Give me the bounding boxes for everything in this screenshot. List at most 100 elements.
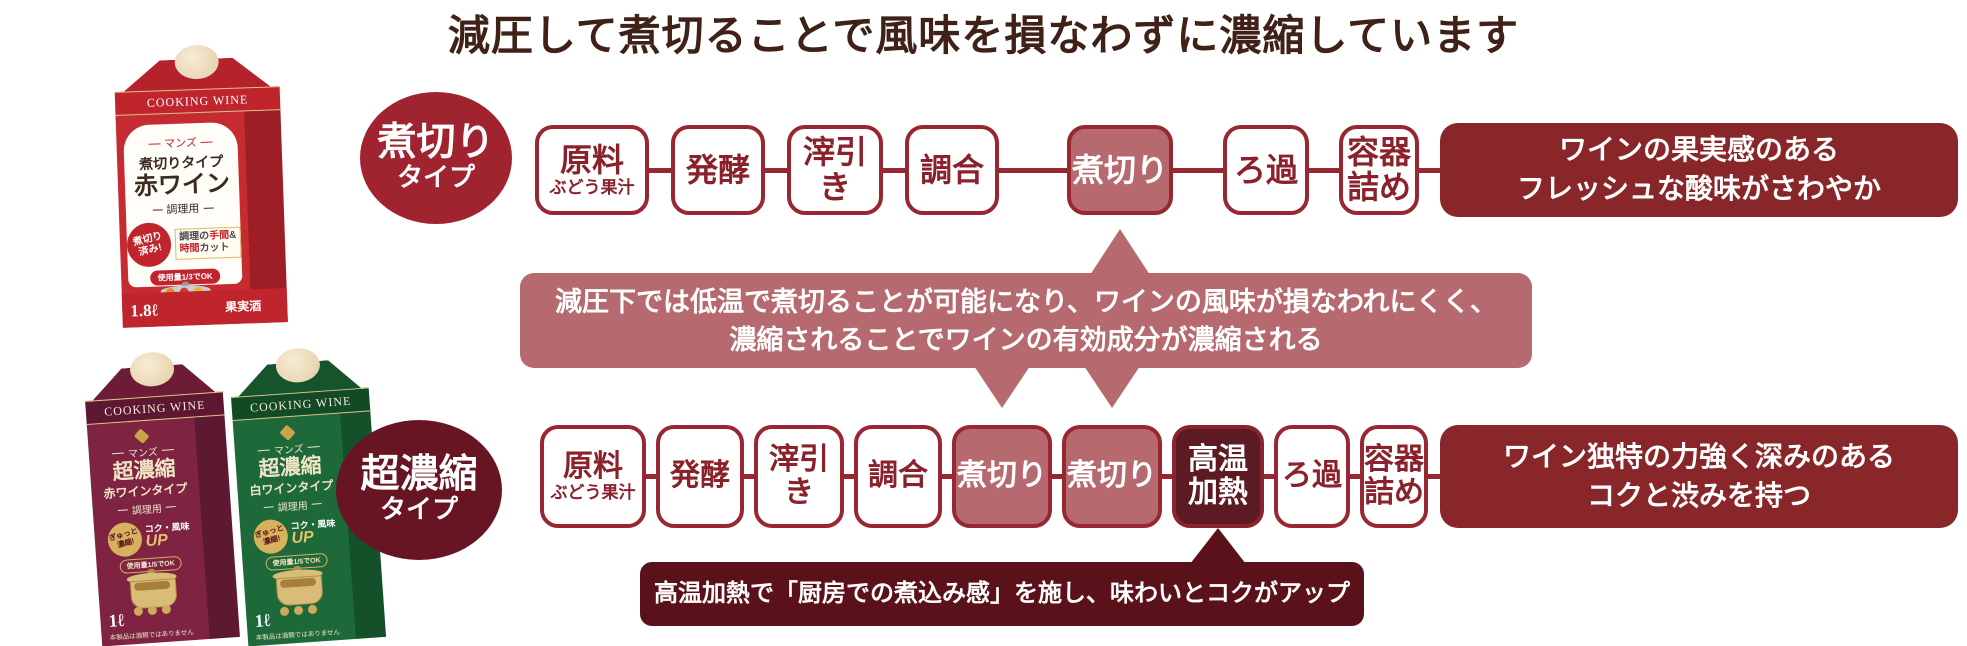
carton-bottom-band: 1.8ℓ 果実酒 — [121, 288, 288, 328]
gyutto-seal: ぎゅっと濃縮! — [103, 518, 146, 561]
carton-label: マンズ 超濃縮 赤ワインタイプ 調理用 ぎゅっと濃縮! コク・風味 UP 使用量… — [93, 424, 201, 617]
flow-connector — [1309, 167, 1339, 173]
middle-callout: 減圧下では低温で煮切ることが可能になり、ワインの風味が損なわれにくく、 濃縮され… — [520, 229, 1532, 408]
process-step-filtration: ろ過 — [1223, 125, 1309, 215]
merit-part: UP — [145, 532, 169, 551]
step-label: ろ過 — [1282, 459, 1342, 493]
volume-label: 1.8ℓ — [130, 300, 159, 321]
result-line: フレッシュな酸味がさわやか — [1516, 173, 1881, 204]
process-step-raw-material: 原料ぶどう果汁 — [540, 425, 646, 528]
step-label: 発酵 — [670, 459, 730, 493]
flow-connector — [1264, 474, 1274, 479]
label-badges: ぎゅっと濃縮! コク・風味 UP — [249, 515, 337, 558]
merit-text: コク・風味 UP — [290, 518, 336, 548]
flow-connector — [1428, 474, 1440, 479]
step-label: 滓引き — [769, 443, 829, 509]
merit-part: UP — [291, 529, 315, 548]
process-steps-nikiri: 原料ぶどう果汁発酵滓引き調合煮切りろ過容器詰め — [535, 125, 1440, 215]
brand-band-label: COOKING WINE — [103, 397, 206, 419]
product-use: 調理用 — [152, 200, 214, 218]
callout-arrow-down-icon — [1084, 366, 1140, 408]
merit-text: コク・風味 UP — [144, 521, 191, 551]
step-label: 煮切り — [1071, 151, 1168, 188]
brand-band-label: COOKING WINE — [249, 393, 352, 415]
step-label: 原料 — [563, 449, 623, 483]
process-step-lees-removal: 滓引き — [787, 125, 883, 215]
merit-part: カット — [199, 242, 230, 255]
flow-connector — [844, 474, 854, 479]
merit-part: 手間 — [208, 229, 230, 242]
step-label: 調合 — [868, 459, 928, 493]
flow-connector — [1052, 474, 1062, 479]
carton-bottom-info: 1ℓ 本製品は酒類ではありません — [254, 605, 340, 642]
step-label: 高温 — [1188, 443, 1248, 477]
merit-part: 調理の — [178, 230, 210, 243]
step-label: 詰め — [1346, 169, 1411, 205]
step-label: 原料 — [559, 141, 624, 178]
step-label: 調合 — [919, 151, 984, 188]
result-line: ワイン独特の力強く深みのある — [1502, 440, 1895, 472]
product-name: 赤ワイン — [133, 170, 231, 201]
result-box-concentrated: ワイン独特の力強く深みのある コクと渋みを持つ — [1440, 425, 1958, 528]
flow-connector — [1162, 474, 1172, 479]
pot-illustration — [270, 565, 328, 617]
step-label: 滓引き — [802, 134, 867, 205]
step-label: 容器 — [1364, 443, 1424, 477]
process-step-raw-material: 原料ぶどう果汁 — [535, 125, 649, 215]
process-step-nikiri-1: 煮切り — [952, 425, 1052, 528]
step-label: ろ過 — [1233, 151, 1298, 188]
result-box-nikiri: ワインの果実感のある フレッシュな酸味がさわやか — [1440, 123, 1958, 217]
result-line: コクと渋みを持つ — [1586, 479, 1811, 511]
step-label: ぶどう果汁 — [550, 482, 636, 502]
middle-callout-line2: 濃縮されることでワインの有効成分が濃縮される — [729, 325, 1323, 355]
process-step-blending: 調合 — [905, 125, 999, 215]
step-label: 詰め — [1364, 475, 1424, 509]
page-title: 減圧して煮切ることで風味を損なわずに濃縮しています — [447, 14, 1520, 60]
callout-arrow-down-icon — [974, 366, 1030, 408]
process-step-container-filling: 容器詰め — [1360, 425, 1428, 528]
process-step-blending: 調合 — [854, 425, 942, 528]
badge-sublabel: タイプ — [396, 163, 475, 193]
brand-band-label: COOKING WINE — [146, 92, 249, 110]
flow-connector — [942, 474, 952, 479]
middle-callout-line1: 減圧下では低温で煮切ることが可能になり、ワインの風味が損なわれにくく、 — [554, 287, 1498, 317]
bottom-callout-text: 高温加熱で「厨房での煮込み感」を施し、味わいとコクがアップ — [654, 580, 1350, 607]
merit-part: & — [228, 229, 237, 241]
product-use: 調理用 — [117, 499, 176, 518]
flow-connector — [744, 474, 754, 479]
category-label: 果実酒 — [225, 298, 262, 315]
result-line: ワインの果実感のある — [1558, 134, 1839, 166]
label-badges: 煮切り 済み! 調理の手間& 時間カット — [122, 218, 242, 272]
flow-connector — [1350, 474, 1360, 479]
flow-connector — [1419, 167, 1440, 173]
flow-connector — [649, 167, 671, 173]
row-badge-concentrated-type: 超濃縮 タイプ — [336, 420, 502, 560]
process-step-filtration: ろ過 — [1274, 425, 1350, 528]
process-step-lees-removal: 滓引き — [754, 425, 844, 528]
flow-connector — [646, 474, 656, 479]
process-steps-concentrated: 原料ぶどう果汁発酵滓引き調合煮切り煮切り高温加熱ろ過容器詰め — [540, 425, 1440, 528]
callout-arrow-up-icon — [1090, 229, 1150, 275]
carton-label: マンズ 超濃縮 白ワインタイプ 調理用 ぎゅっと濃縮! コク・風味 UP 使用量… — [239, 420, 348, 617]
flow-connector — [1173, 167, 1223, 173]
badge-label: 超濃縮 — [360, 453, 478, 497]
process-step-fermentation: 発酵 — [671, 125, 765, 215]
process-step-fermentation: 発酵 — [656, 425, 744, 528]
process-step-nikiri: 煮切り — [1067, 125, 1173, 215]
nikiri-zumi-seal: 煮切り 済み! — [122, 218, 177, 272]
flow-connector — [883, 167, 905, 173]
step-label: ぶどう果汁 — [549, 177, 635, 197]
step-label: 加熱 — [1188, 475, 1248, 509]
bottom-callout: 高温加熱で「厨房での煮込み感」を施し、味わいとコクがアップ — [640, 528, 1364, 626]
process-step-container-filling: 容器詰め — [1339, 125, 1419, 215]
label-badges: ぎゅっと濃縮! コク・風味 UP — [103, 518, 191, 561]
step-label: 容器 — [1346, 134, 1411, 171]
maker-name: マンズ — [148, 134, 213, 152]
product-carton-nikiri-red: COOKING WINE マンズ 煮切りタイプ 赤ワイン 調理用 煮切り 済み!… — [113, 42, 288, 328]
badge-sublabel: タイプ — [379, 495, 458, 525]
flow-connector — [765, 167, 787, 173]
merit-text: 調理の手間& 時間カット — [174, 226, 242, 260]
brand-emblem-icon — [279, 424, 296, 441]
callout-arrow-up-icon — [1190, 528, 1246, 564]
